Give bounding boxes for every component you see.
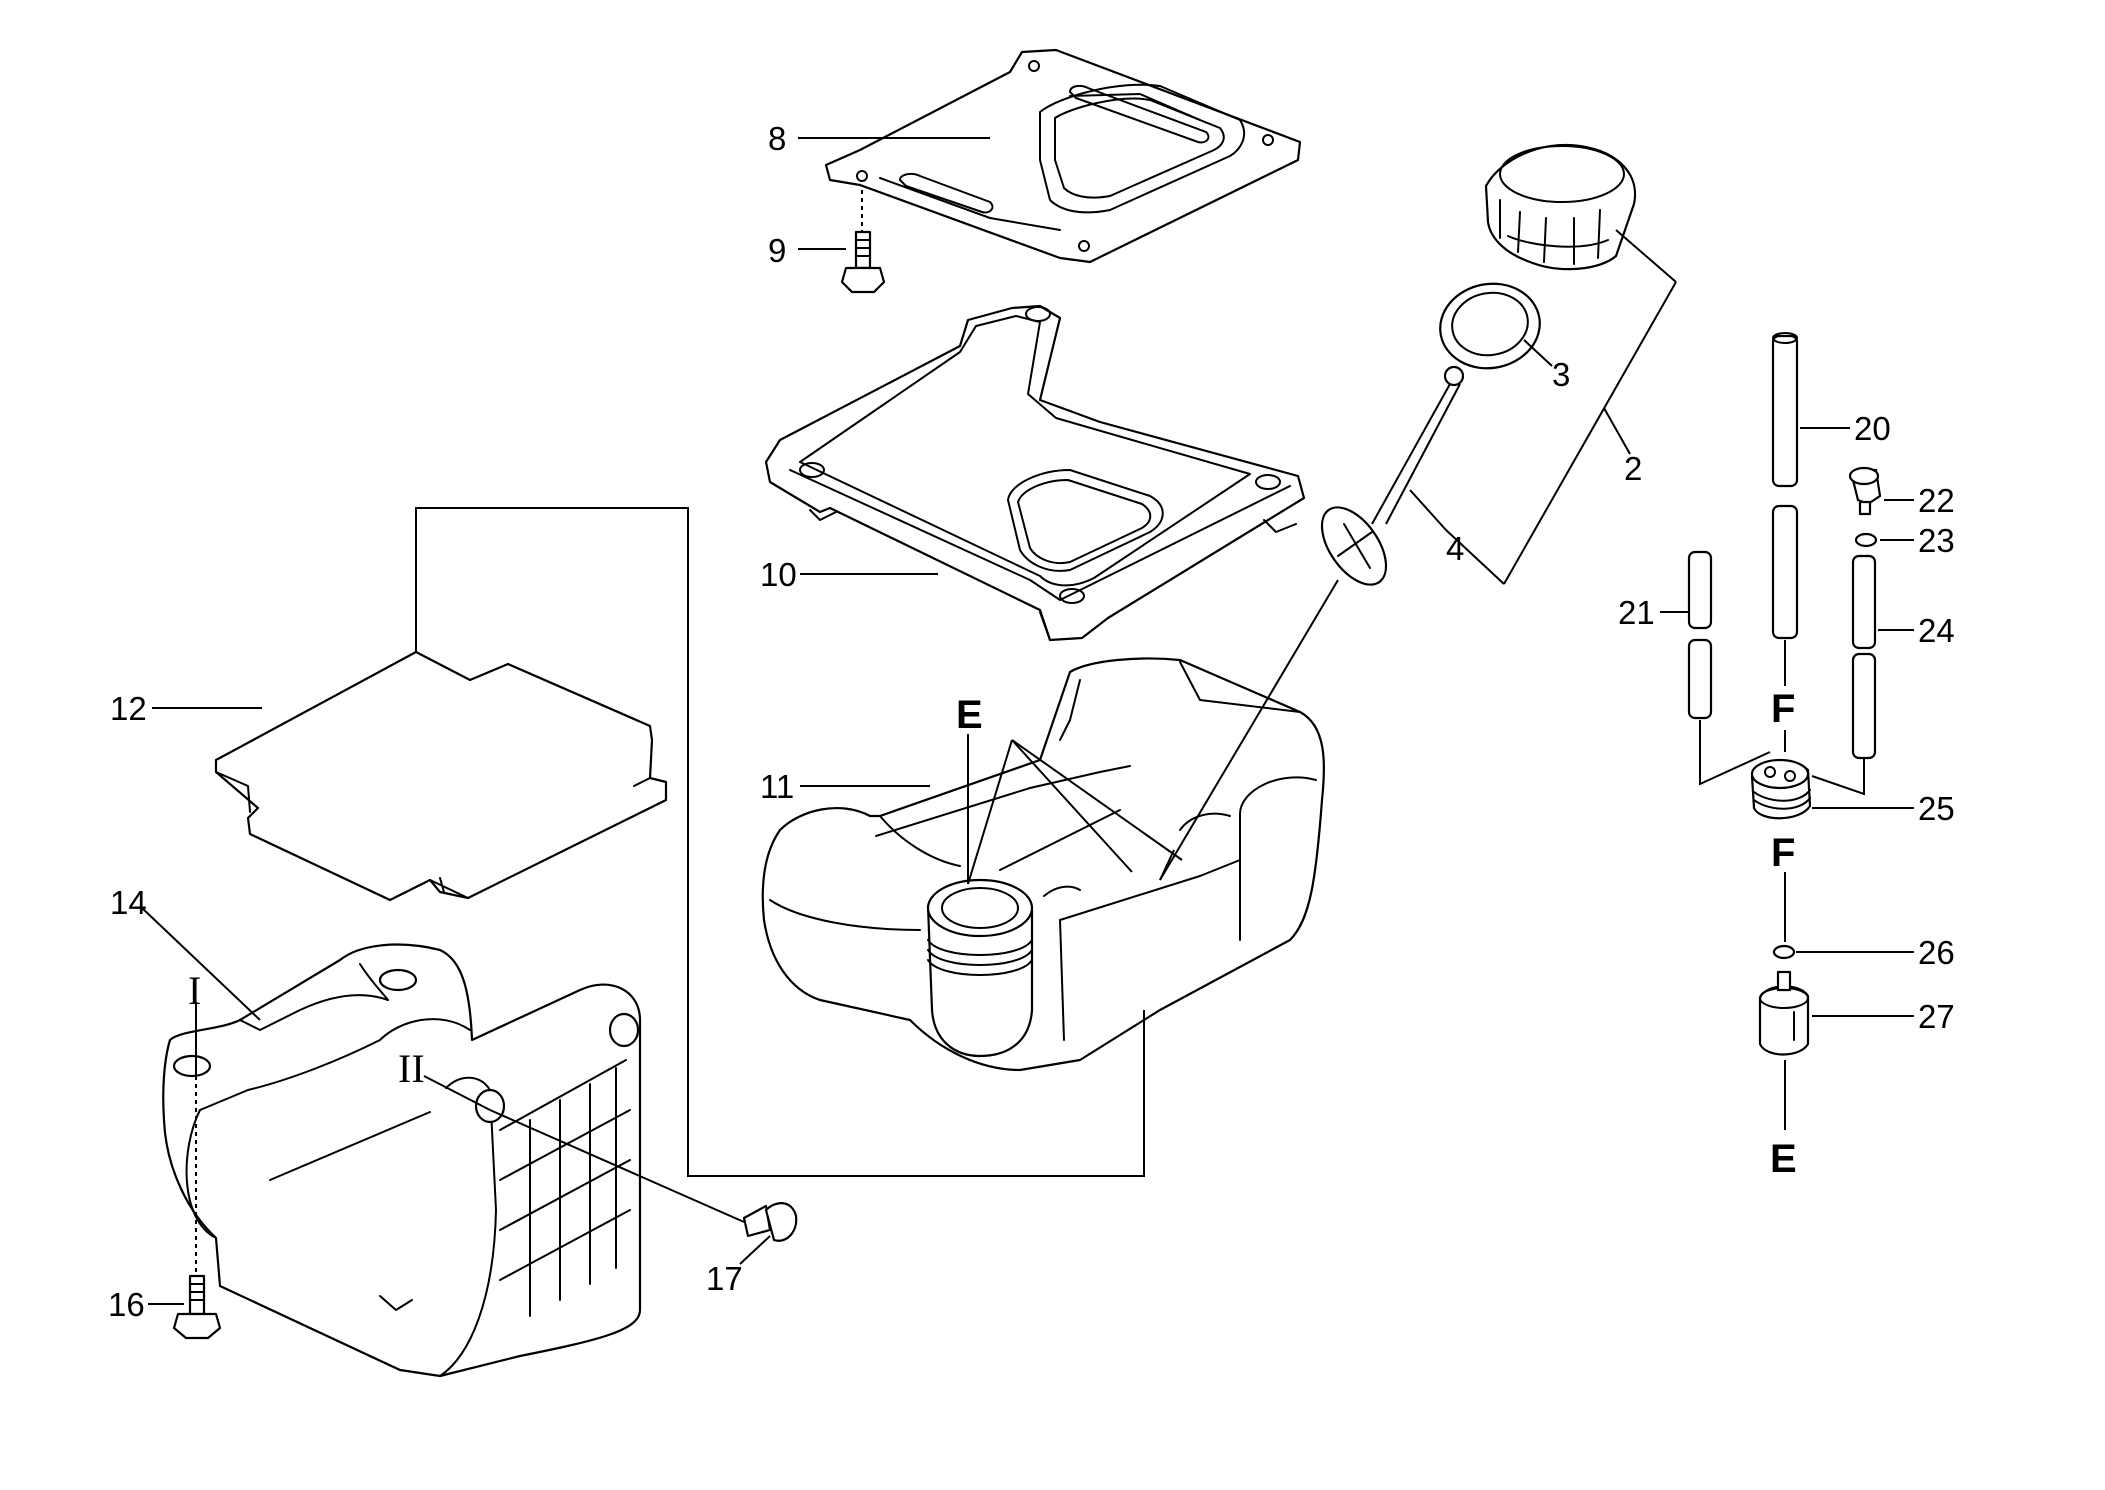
part-3-gasket-ring: [1439, 282, 1541, 370]
callout-20: 20: [1854, 410, 1891, 447]
callout-21: 21: [1618, 594, 1655, 631]
part-22-fitting: [1848, 466, 1882, 516]
part-11-fuel-tank: [761, 657, 1326, 1072]
part-9-bolt: [840, 190, 886, 294]
callout-9: 9: [768, 232, 786, 269]
callout-26: 26: [1918, 934, 1955, 971]
part-25-grommet: [1750, 758, 1812, 820]
roman-marker-1: I: [188, 968, 201, 1013]
callout-10: 10: [760, 556, 797, 593]
part-14-tank-holder: [162, 943, 642, 1378]
callout-27: 27: [1918, 998, 1955, 1035]
callout-leaders: [141, 137, 1914, 1305]
part-2-fuel-cap: [1484, 143, 1637, 271]
callout-8: 8: [768, 120, 786, 157]
part-27-fuel-filter: [1758, 970, 1810, 1056]
callout-4: 4: [1446, 530, 1464, 567]
callout-2: 2: [1624, 450, 1642, 487]
callout-labels: 8 9 10 11 12 14 16 17 3 2 4 20 21 22 23 …: [108, 120, 1955, 1323]
callout-12: 12: [110, 690, 147, 727]
callout-3: 3: [1552, 356, 1570, 393]
part-26-o-ring: [1772, 944, 1796, 960]
part-16-bolt: [172, 1076, 222, 1340]
letter-e-tank: E: [956, 693, 983, 737]
roman-markers: I II: [188, 968, 425, 1091]
callout-11: 11: [760, 768, 794, 805]
callout-25: 25: [1918, 790, 1955, 827]
letter-f-upper: F: [1771, 687, 1795, 731]
part-12-pad: [214, 650, 668, 902]
callout-16: 16: [108, 1286, 145, 1323]
letter-f-lower: F: [1771, 831, 1795, 875]
callout-22: 22: [1918, 482, 1955, 519]
callout-23: 23: [1918, 522, 1955, 559]
callout-24: 24: [1918, 612, 1955, 649]
letter-e-filter: E: [1770, 1137, 1797, 1181]
callout-17: 17: [706, 1260, 743, 1297]
roman-marker-2: II: [398, 1046, 425, 1091]
connection-letters: E F F E: [956, 687, 1797, 1181]
part-21-hose: [1687, 550, 1713, 720]
part-10-tank-cover: [764, 304, 1306, 642]
part-23-o-ring: [1854, 532, 1878, 548]
callout-14: 14: [110, 884, 147, 921]
part-4-fuel-filter-line: [1159, 365, 1465, 881]
part-24-hose: [1851, 554, 1877, 760]
part-8-bracket-plate: [824, 48, 1302, 264]
part-17-screw: [489, 1109, 798, 1242]
part-20-hose: [1771, 332, 1799, 640]
connection-lines: [415, 229, 1865, 1177]
